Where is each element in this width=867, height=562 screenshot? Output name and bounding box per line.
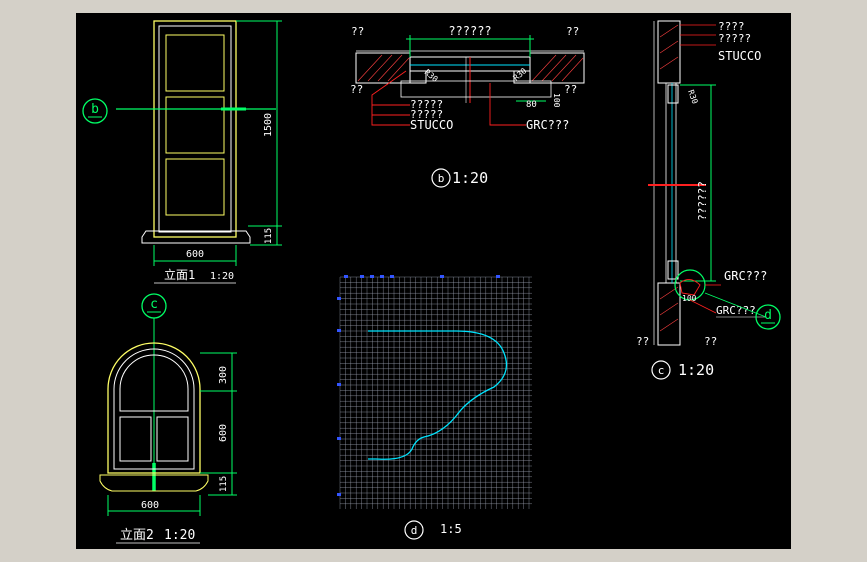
section-c-drawing: ???? ????? STUCCO ?????? R30 100 GRC??? …: [636, 20, 781, 380]
section-b-label-right: ??: [564, 83, 577, 96]
cad-canvas: b 1500 115 600 立面1 1:20: [76, 13, 791, 549]
section-b-note-2: ?????: [410, 108, 443, 121]
section-c-marker-d: [755, 304, 781, 330]
section-c-grc-2: GRC???: [716, 304, 756, 317]
section-b-wall-left: [355, 52, 411, 84]
section-b-label-top-left: ??: [351, 25, 364, 38]
elevation-1-drawing: b 1500 115 600 立面1 1:20: [82, 20, 282, 284]
section-c-note-stucco: STUCCO: [718, 49, 761, 63]
section-marker-b: [82, 98, 108, 124]
profile-d-grid: [339, 276, 532, 509]
section-b-hatch: [357, 54, 584, 82]
section-c-side-dim: ??????: [696, 181, 709, 221]
section-b-note-grc: GRC???: [526, 118, 569, 132]
profile-d-scale: 1:5: [440, 522, 462, 536]
section-c-caption-marker-label: c: [658, 364, 665, 377]
elevation-1-sill: [141, 230, 251, 244]
section-marker-b-label: b: [91, 102, 99, 117]
section-b-scale: 1:20: [452, 169, 488, 187]
section-b-caption-marker-label: b: [438, 172, 445, 185]
section-b-caption-marker: [431, 168, 451, 188]
elevation-2-scale: 1:20: [164, 528, 195, 543]
section-b-label-top-right: ??: [566, 25, 579, 38]
section-b-top-dim: ??????: [448, 24, 491, 38]
section-c-wall-top: [657, 20, 681, 84]
section-marker-c-label: c: [150, 297, 158, 312]
elevation-2-caption: 立面2: [120, 528, 154, 543]
section-b-label-left: ??: [350, 83, 363, 96]
profile-d-drawing: d 1:5: [337, 275, 532, 540]
drawing-sheet: b 1500 115 600 立面1 1:20: [82, 20, 781, 544]
elevation-1-caption: 立面1: [164, 267, 195, 282]
elevation-1-scale: 1:20: [210, 271, 234, 282]
elevation-1-outer-frame: [153, 20, 237, 238]
elevation-1-panel-bottom: [165, 158, 225, 216]
elevation-2-pane-left: [119, 416, 152, 462]
section-b-drawing: ?????? ?? ?? ?? ?? R30 R30 80 100 ????? …: [350, 24, 585, 188]
profile-d-caption-marker: [404, 520, 424, 540]
profile-d-caption-marker-label: d: [411, 524, 418, 537]
elevation-1-width-dim: 600: [186, 249, 204, 260]
elevation-2-inner-arch: [113, 348, 195, 470]
section-b-note-stucco: STUCCO: [410, 118, 453, 132]
elevation-2-dim-600: 600: [218, 424, 229, 442]
elevation-2-dim-115: 115: [219, 476, 229, 492]
section-b-leader-grc: [489, 83, 526, 126]
elevation-2-drawing: c 300 600 115 600 立面2 1:20: [99, 293, 237, 544]
elevation-2-pane-right: [156, 416, 189, 462]
section-b-leader-left: [371, 70, 410, 126]
section-b-r30-right: R30: [512, 66, 529, 82]
section-b-dim-80: 80: [526, 100, 537, 110]
profile-d-axis-ticks: [337, 275, 500, 496]
section-c-note-2: ?????: [718, 32, 751, 45]
section-c-caption-marker: [651, 360, 671, 380]
elevation-1-inner-frame: [158, 25, 232, 233]
elevation-2-arch-pane: [119, 354, 189, 412]
section-c-dim-100: 100: [682, 294, 697, 303]
section-b-r30-left: R30: [423, 68, 440, 84]
section-c-note-1: ????: [718, 20, 745, 33]
elevation-1-sill-dim: 115: [264, 228, 274, 244]
elevation-1-panel-middle: [165, 96, 225, 154]
section-b-wall-right: [529, 52, 585, 84]
section-b-sill-line: [400, 80, 552, 98]
profile-d-curve: [368, 330, 508, 460]
section-c-label-left: ??: [636, 335, 649, 348]
elevation-1-height-dim: 1500: [263, 113, 274, 137]
elevation-2-width-dim: 600: [141, 500, 159, 511]
section-c-marker-d-label: d: [764, 308, 772, 323]
elevation-2-sill: [99, 474, 209, 492]
section-b-dim-100: 100: [552, 93, 561, 108]
section-c-wall-bottom: [657, 282, 681, 346]
section-c-scale: 1:20: [678, 361, 714, 379]
section-c-label-right: ??: [704, 335, 717, 348]
section-b-note-1: ?????: [410, 98, 443, 111]
elevation-2-dim-300: 300: [218, 366, 229, 384]
section-c-grc-1: GRC???: [724, 269, 767, 283]
section-c-r30: R30: [686, 89, 699, 106]
elevation-2-outer-arch: [107, 342, 201, 474]
elevation-1-panel-top: [165, 34, 225, 92]
